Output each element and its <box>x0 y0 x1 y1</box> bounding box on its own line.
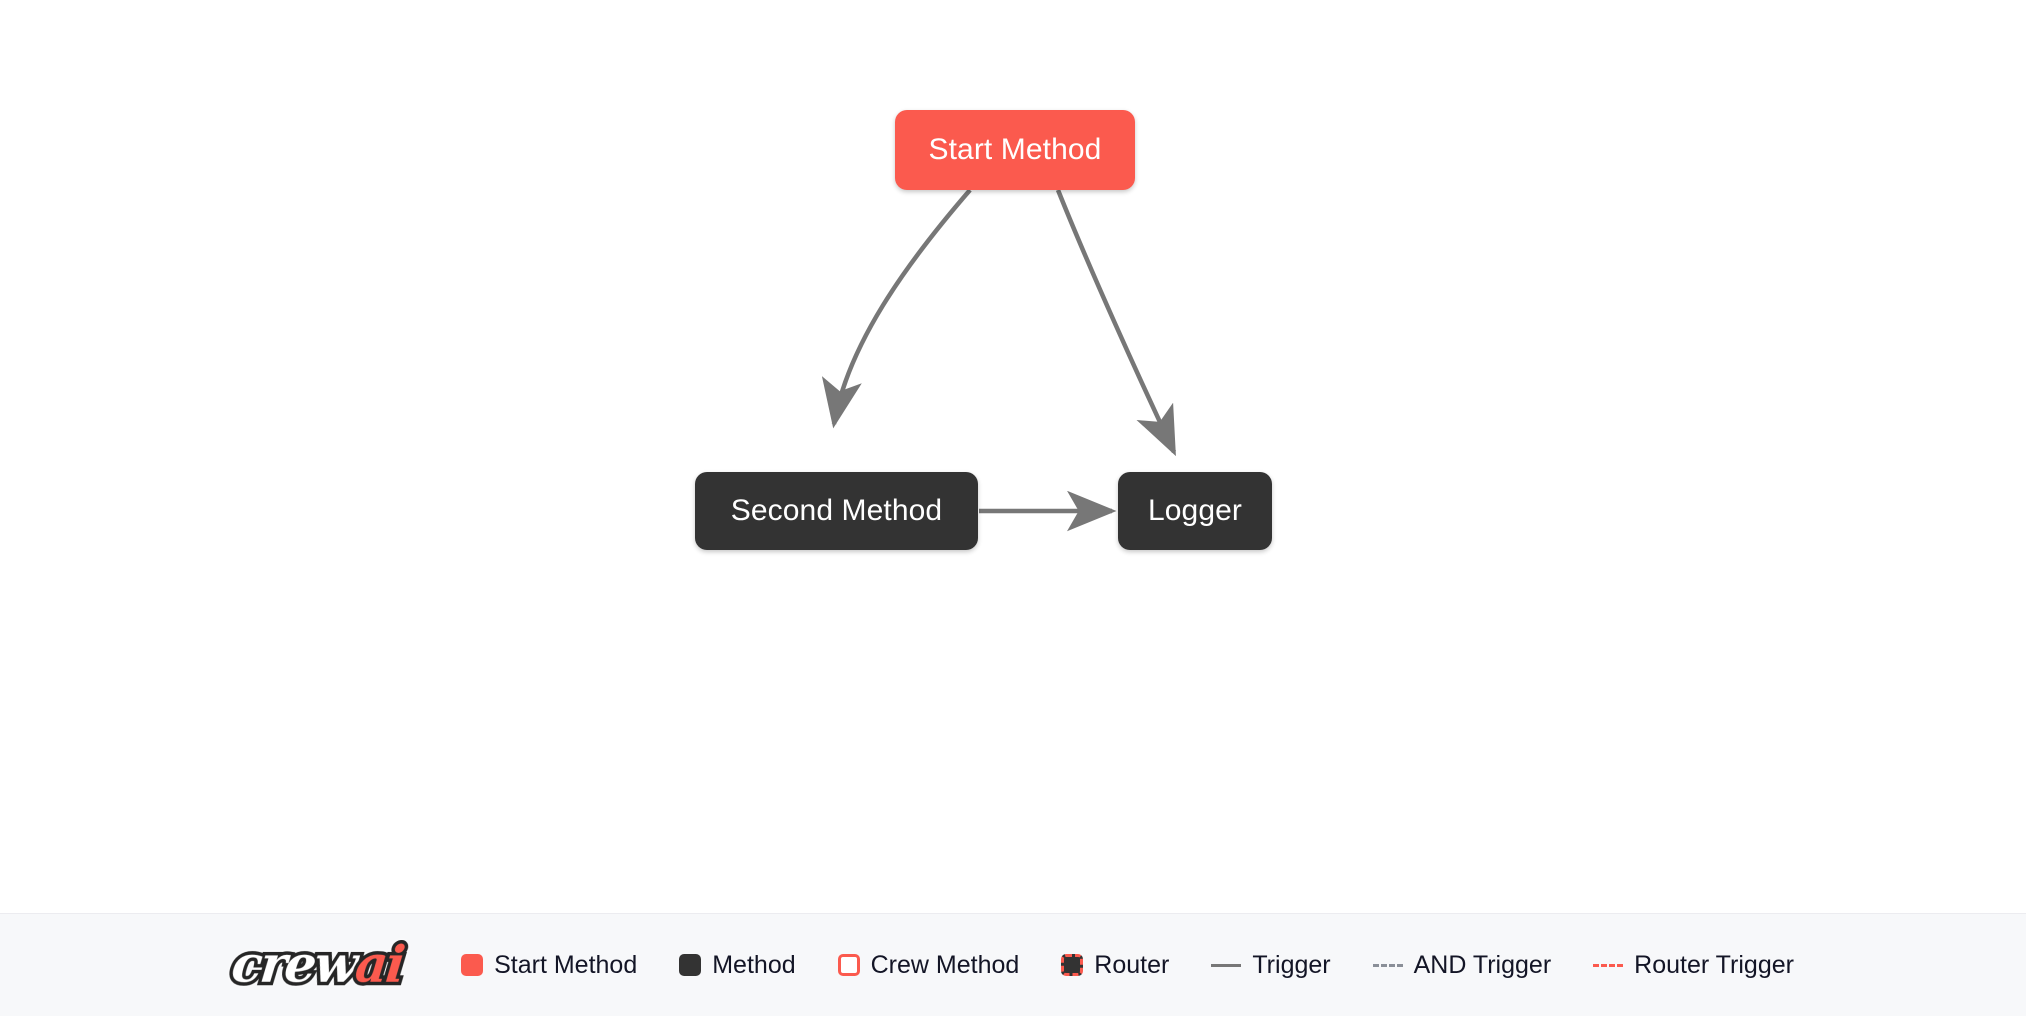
legend-item-trigger: Trigger <box>1211 950 1331 980</box>
legend-item-label: Router Trigger <box>1634 950 1794 979</box>
legend-item-and-trigger: AND Trigger <box>1372 950 1552 980</box>
method-swatch-icon <box>679 954 702 976</box>
legend-item-label: Start Method <box>494 950 638 979</box>
legend-item-method: Method <box>679 950 796 980</box>
flow-node-label: Logger <box>1147 494 1242 527</box>
edge-layer <box>821 188 1177 532</box>
legend-item-label: Method <box>712 950 796 979</box>
legend-item-label: Crew Method <box>870 950 1020 979</box>
router-trigger-line-icon <box>1593 963 1624 967</box>
legend-bar: crewai Start Method Method Crew Method R… <box>0 913 2026 1016</box>
flow-canvas[interactable]: Start Method Second Method Logger <box>0 0 2026 913</box>
edge-start-to-second <box>821 188 972 429</box>
flow-node-logger[interactable]: Logger <box>1118 472 1272 550</box>
legend-item-label: Router <box>1094 950 1170 979</box>
logo-text-ai: ai <box>349 932 410 998</box>
legend-item-start-method: Start Method <box>461 951 637 980</box>
and-trigger-line-icon <box>1372 963 1403 967</box>
flow-node-start-method[interactable]: Start Method <box>895 110 1135 190</box>
legend-item-crew-method: Crew Method <box>837 950 1020 980</box>
flow-node-label: Second Method <box>730 494 943 527</box>
crew-method-swatch-icon <box>837 954 860 976</box>
flow-node-second-method[interactable]: Second Method <box>695 472 978 550</box>
trigger-line-icon <box>1211 963 1242 967</box>
edge-start-to-logger <box>1055 189 1177 457</box>
legend-item-router-trigger: Router Trigger <box>1593 951 1794 980</box>
flow-node-label: Start Method <box>928 133 1102 166</box>
legend-item-router: Router <box>1061 951 1169 980</box>
legend-item-label: Trigger <box>1252 950 1331 979</box>
router-swatch-icon <box>1061 954 1084 976</box>
start-method-swatch-icon <box>461 954 484 976</box>
legend-item-label: AND Trigger <box>1413 950 1552 979</box>
crewai-logo: crewai <box>225 932 409 998</box>
logo-text-crew: crew <box>225 932 362 998</box>
